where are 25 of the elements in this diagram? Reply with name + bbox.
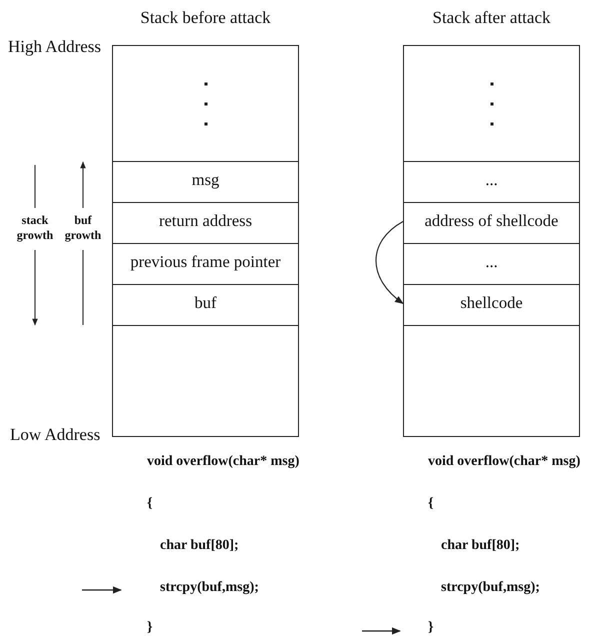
address-label: Low Address	[10, 424, 100, 446]
cell-label: ...	[485, 252, 498, 273]
cell-label: msg	[192, 170, 220, 191]
code-line: }	[147, 619, 153, 636]
code-line: {	[428, 495, 434, 512]
cell-label: previous frame pointer	[130, 252, 281, 273]
code-line: strcpy(buf,msg);	[441, 579, 540, 596]
cell-label: shellcode	[460, 293, 523, 314]
code-line: strcpy(buf,msg);	[160, 579, 259, 596]
stack-heading: Stack after attack	[432, 8, 552, 28]
stack-heading: Stack before attack	[139, 8, 272, 28]
growth-label: stack growth	[16, 213, 54, 243]
code-line: void overflow(char* msg)	[428, 453, 580, 470]
cell-label: buf	[194, 293, 216, 314]
code-line: {	[147, 495, 153, 512]
arrow	[376, 221, 404, 304]
growth-label: buf growth	[64, 213, 102, 243]
code-line: }	[428, 619, 434, 636]
code-line: void overflow(char* msg)	[147, 453, 300, 470]
cell-label: ...	[485, 170, 498, 191]
address-label: High Address	[8, 36, 102, 58]
code-line: char buf[80];	[441, 537, 520, 554]
cell-label: address of shellcode	[424, 211, 558, 232]
code-line: char buf[80];	[160, 537, 239, 554]
cell-label: return address	[158, 211, 252, 232]
